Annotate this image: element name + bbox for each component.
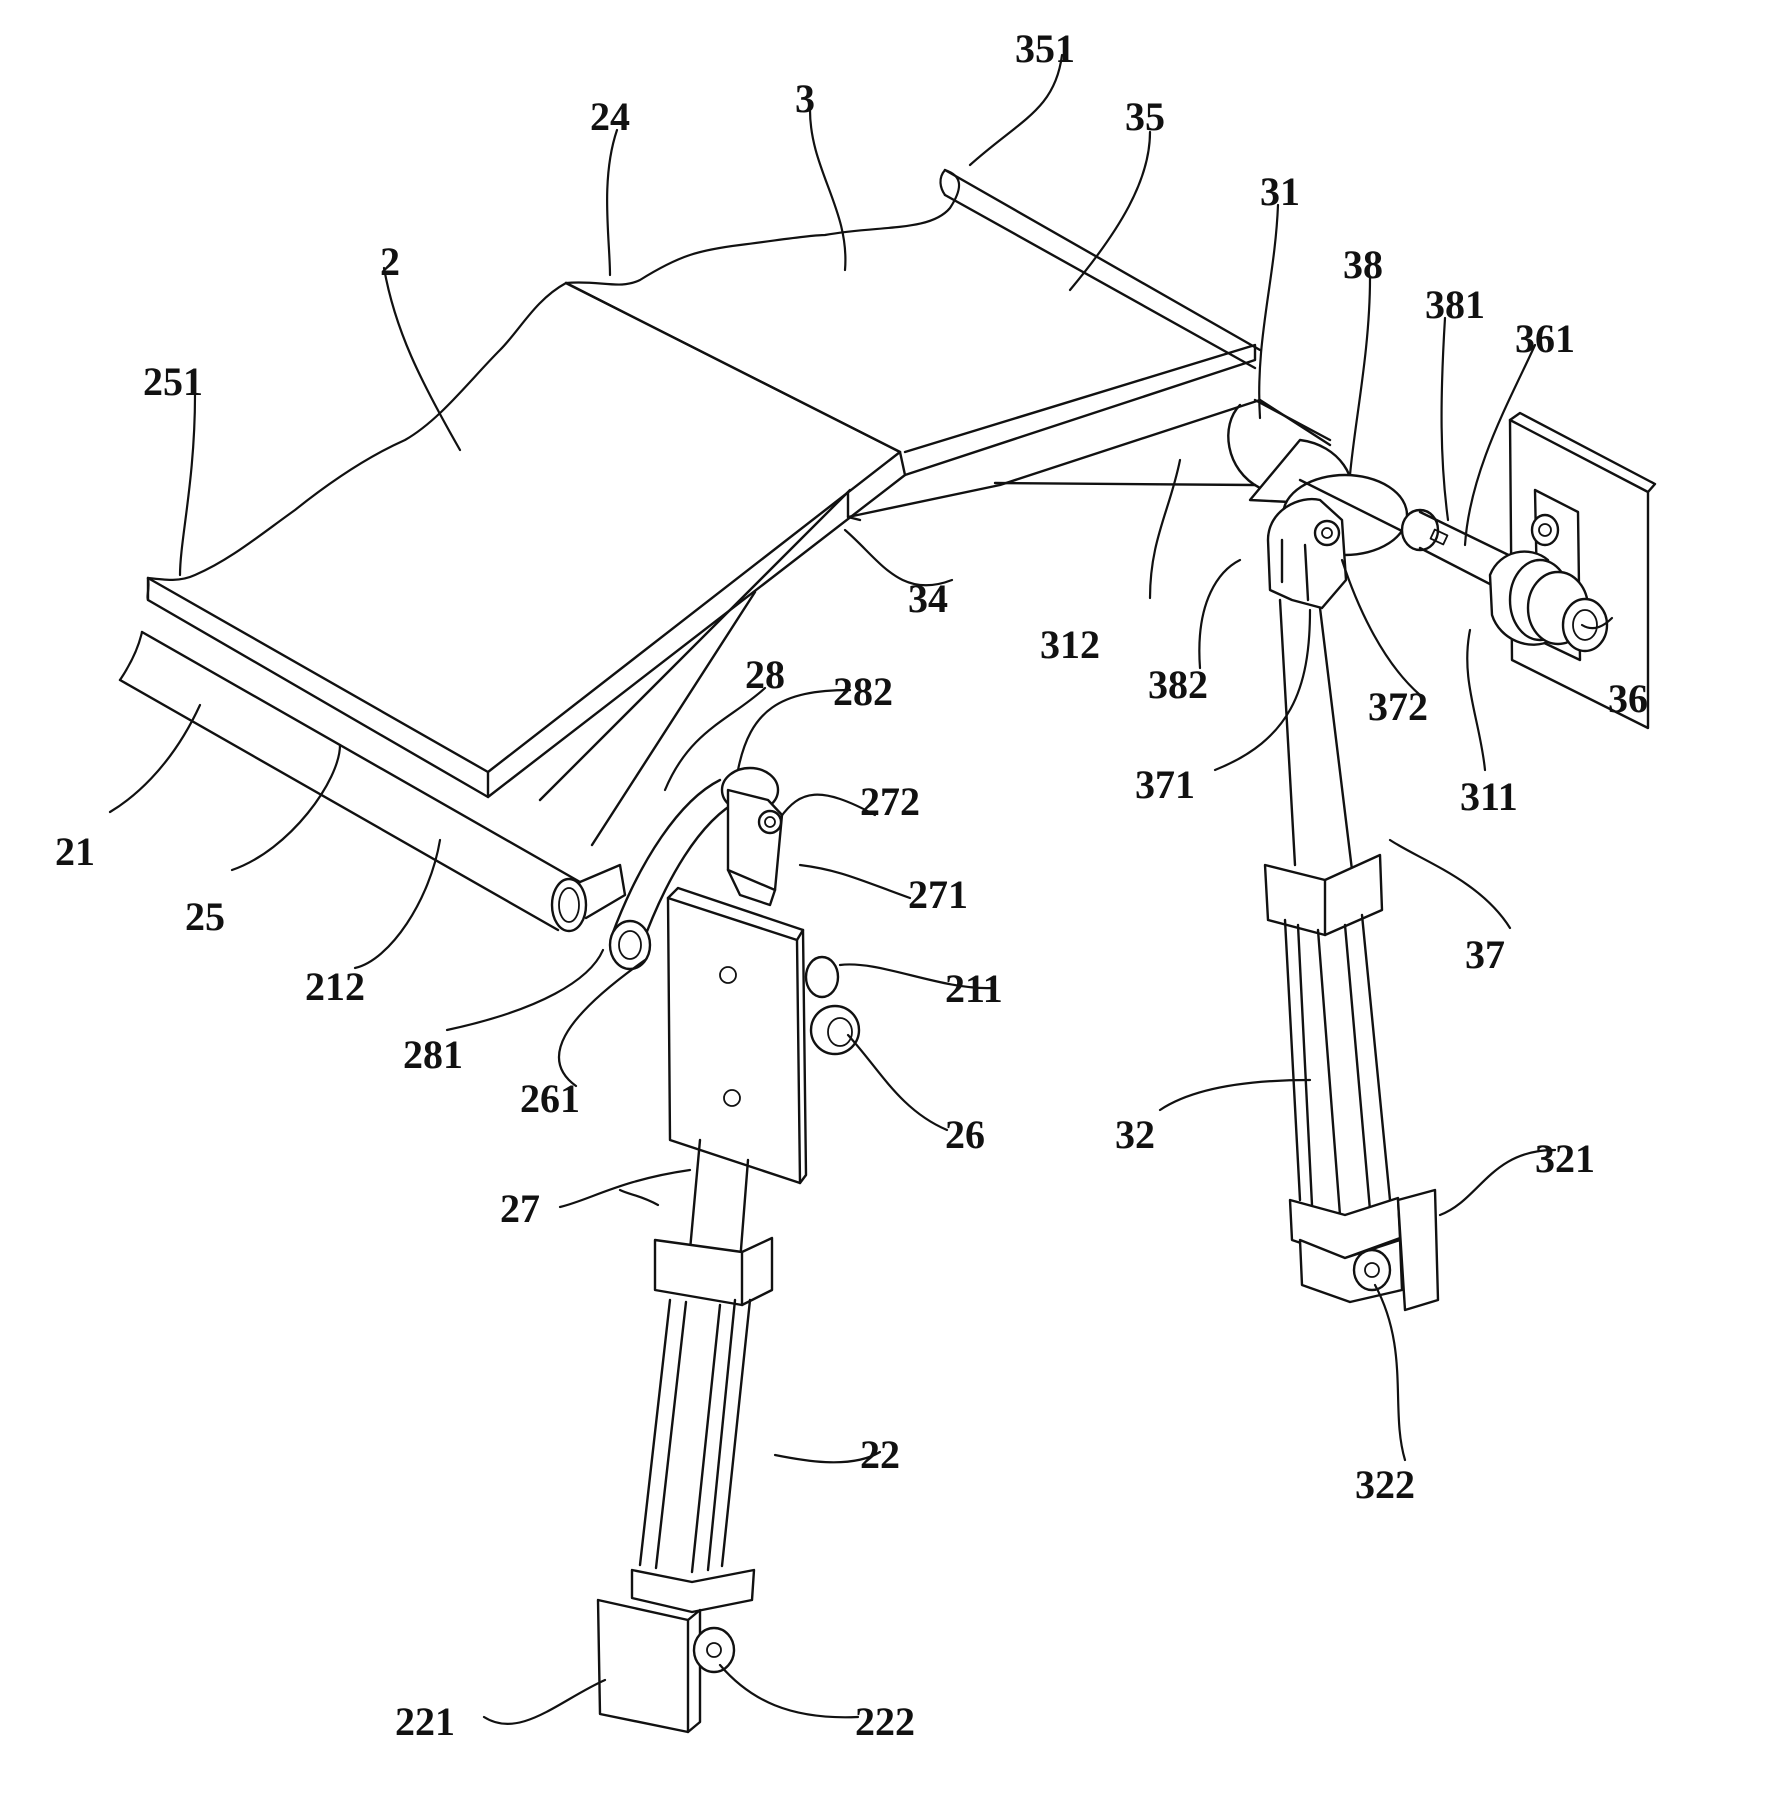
right-bracket-34 xyxy=(846,398,1262,522)
right-bearing-36 xyxy=(1488,411,1657,730)
label-34: 34 xyxy=(908,576,948,621)
label-322: 322 xyxy=(1355,1462,1415,1507)
label-35: 35 xyxy=(1125,94,1165,139)
label-321: 321 xyxy=(1535,1136,1595,1181)
left-cylinder-22 xyxy=(596,1236,774,1734)
label-38: 38 xyxy=(1343,242,1383,287)
label-222: 222 xyxy=(855,1699,915,1744)
right-clevis-371 xyxy=(1266,497,1348,610)
label-382: 382 xyxy=(1148,662,1208,707)
right-conveyor-plate-3 xyxy=(564,168,1257,477)
reference-labels: 2 3 21 22 24 25 26 27 28 31 32 34 35 36 … xyxy=(55,26,1648,1744)
label-361: 361 xyxy=(1515,316,1575,361)
right-trough-35 xyxy=(943,168,1262,370)
left-trough-25 xyxy=(146,576,490,799)
label-211: 211 xyxy=(945,966,1003,1011)
label-381: 381 xyxy=(1425,282,1485,327)
label-28: 28 xyxy=(745,652,785,697)
left-mount-plate-211 xyxy=(666,886,808,1185)
right-rod-37 xyxy=(1278,598,1354,872)
label-32: 32 xyxy=(1115,1112,1155,1157)
label-21: 21 xyxy=(55,829,95,874)
label-2: 2 xyxy=(380,239,400,284)
label-36: 36 xyxy=(1608,676,1648,721)
left-rod-27 xyxy=(688,1138,750,1264)
left-conveyor-plate-2 xyxy=(146,281,907,799)
label-22: 22 xyxy=(860,1432,900,1477)
label-27: 27 xyxy=(500,1186,540,1231)
left-clevis-271 xyxy=(726,788,784,907)
label-212: 212 xyxy=(305,964,365,1009)
label-351: 351 xyxy=(1015,26,1075,71)
label-311: 311 xyxy=(1460,774,1518,819)
left-shaft-26 xyxy=(804,955,861,1056)
left-roller-21 xyxy=(118,630,627,933)
left-strut-212 xyxy=(538,488,852,847)
label-371: 371 xyxy=(1135,762,1195,807)
label-37: 37 xyxy=(1465,932,1505,977)
label-24: 24 xyxy=(590,94,630,139)
label-271: 271 xyxy=(908,872,968,917)
label-26: 26 xyxy=(945,1112,985,1157)
label-281: 281 xyxy=(403,1032,463,1077)
label-272: 272 xyxy=(860,779,920,824)
label-282: 282 xyxy=(833,669,893,714)
label-372: 372 xyxy=(1368,684,1428,729)
right-cylinder-32 xyxy=(1263,853,1440,1312)
label-25: 25 xyxy=(185,894,225,939)
label-312: 312 xyxy=(1040,622,1100,667)
label-221: 221 xyxy=(395,1699,455,1744)
leader-lines xyxy=(108,53,1614,1725)
label-31: 31 xyxy=(1260,169,1300,214)
label-3: 3 xyxy=(795,76,815,121)
label-261: 261 xyxy=(520,1076,580,1121)
label-251: 251 xyxy=(143,359,203,404)
